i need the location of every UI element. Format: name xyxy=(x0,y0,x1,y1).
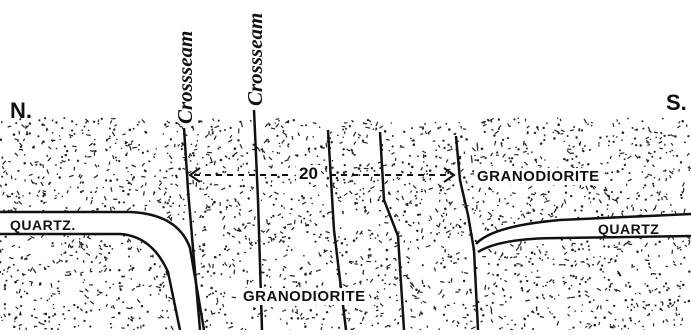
quartz-label-left: QUARTZ. xyxy=(10,218,76,232)
south-label: S. xyxy=(666,92,687,114)
fracture-2 xyxy=(380,132,404,330)
crossseam-label-left: Crossseam xyxy=(175,31,196,124)
crossseam-label-right: Crossseam xyxy=(245,13,266,106)
fracture-3 xyxy=(456,136,478,330)
granodiorite-label-upper: GRANODIORITE xyxy=(474,168,603,185)
granodiorite-label-lower: GRANODIORITE xyxy=(240,288,369,305)
quartz-label-right: QUARTZ xyxy=(598,222,659,236)
quartz-vein-left-bottom xyxy=(0,234,180,330)
distance-label: 20 xyxy=(296,165,321,182)
north-label: N. xyxy=(10,100,32,122)
